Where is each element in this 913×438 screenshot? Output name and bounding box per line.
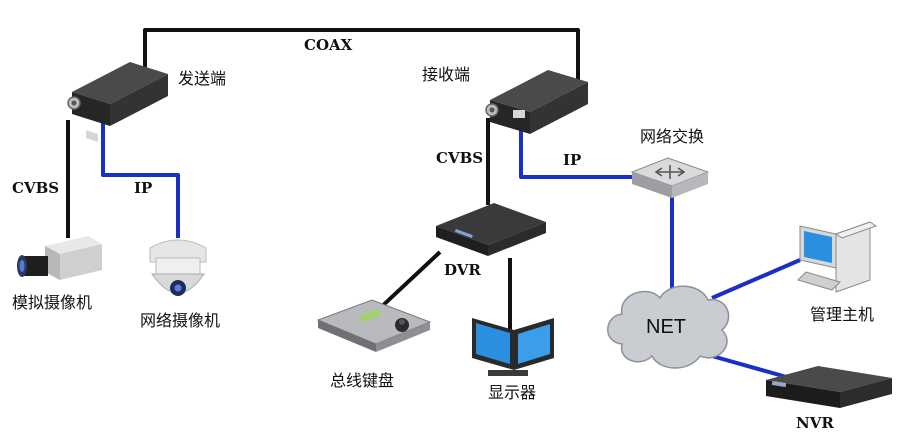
nvr-label: NVR xyxy=(796,414,834,432)
host-pc-label: 管理主机 xyxy=(810,305,874,324)
bus-keyboard-label: 总线键盘 xyxy=(330,371,394,390)
video-transmitter-icon xyxy=(67,62,168,142)
dual-monitor-icon xyxy=(472,318,554,376)
network-cloud-icon xyxy=(607,285,730,369)
cable-dvr-keyboard xyxy=(376,250,442,312)
coax-cable xyxy=(143,28,580,82)
analog-camera-label: 模拟摄像机 xyxy=(12,293,92,312)
net-cloud-label: NET xyxy=(646,316,686,338)
network-switch-label: 网络交换 xyxy=(640,127,704,146)
coax-label: COAX xyxy=(304,36,353,54)
dvr-label: DVR xyxy=(444,261,481,279)
control-keyboard-icon xyxy=(316,299,432,352)
transmitter-label: 发送端 xyxy=(178,69,226,88)
receiver-label: 接收端 xyxy=(422,65,470,84)
desktop-computer-icon xyxy=(797,221,878,293)
ip-cable-net-host xyxy=(711,258,801,300)
nvr-recorder-icon xyxy=(766,366,892,408)
network-switch-icon xyxy=(630,157,710,198)
ip-cable-left xyxy=(101,120,180,238)
network-camera-label: 网络摄像机 xyxy=(140,311,220,330)
dome-camera-icon xyxy=(149,239,207,296)
box-camera-icon xyxy=(17,236,102,280)
ip-right-label: IP xyxy=(563,151,581,169)
ip-left-label: IP xyxy=(134,179,152,197)
dvr-recorder-icon xyxy=(436,203,546,256)
video-receiver-icon xyxy=(485,70,588,134)
cvbs-right-label: CVBS xyxy=(436,149,483,167)
cvbs-left-label: CVBS xyxy=(12,179,59,197)
ip-cable-net-nvr xyxy=(711,354,791,380)
ip-cable-right xyxy=(519,122,640,179)
monitor-label: 显示器 xyxy=(488,383,536,402)
